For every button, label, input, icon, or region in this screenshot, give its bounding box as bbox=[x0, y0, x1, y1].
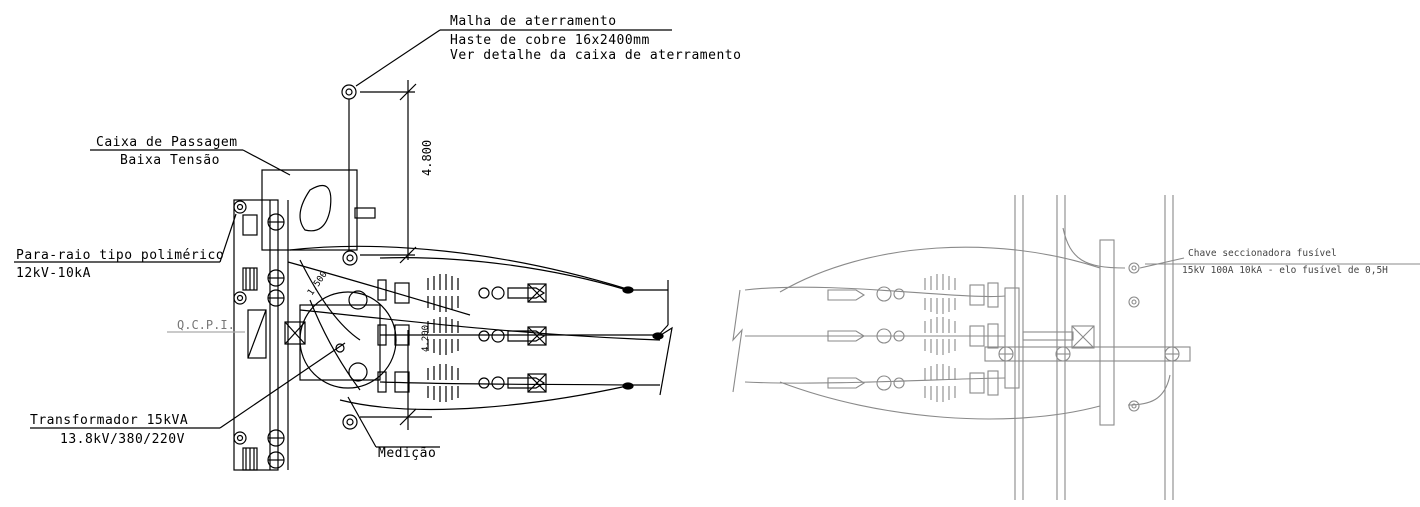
label-trafo-sub: 13.8kV/380/220V bbox=[60, 432, 185, 447]
label-qcpi: Q.C.P.I. bbox=[177, 318, 235, 332]
insulators-left bbox=[377, 274, 547, 402]
dim-vertical-small: 4.200 bbox=[421, 324, 431, 352]
label-chave-sub: 15kV 100A 10kA - elo fusível de 0,5H bbox=[1182, 265, 1388, 276]
label-medicao: Medição bbox=[378, 446, 437, 461]
grounding-rod-circle bbox=[341, 84, 357, 100]
label-malha-title: Malha de aterramento bbox=[450, 14, 617, 29]
phase-lines-left bbox=[287, 245, 661, 411]
label-trafo-title: Transformador 15kVA bbox=[30, 413, 189, 428]
label-caixa-sub: Baixa Tensão bbox=[120, 153, 220, 168]
dim-vertical-main: 4.800 bbox=[420, 139, 434, 176]
label-pararaio-sub: 12kV-10kA bbox=[16, 266, 91, 281]
label-chave-title: Chave seccionadora fusível bbox=[1188, 248, 1337, 259]
right-assembly bbox=[732, 195, 1420, 500]
label-caixa-title: Caixa de Passagem bbox=[96, 135, 238, 150]
label-malha-line1: Haste de cobre 16x2400mm bbox=[450, 33, 650, 48]
qcpi-box bbox=[247, 309, 267, 359]
caixa-passagem-box bbox=[261, 169, 358, 251]
label-malha-line2: Ver detalhe da caixa de aterramento bbox=[450, 48, 742, 63]
label-pararaio-title: Para-raio tipo polimérico bbox=[16, 248, 225, 263]
insulators-right bbox=[827, 274, 999, 402]
